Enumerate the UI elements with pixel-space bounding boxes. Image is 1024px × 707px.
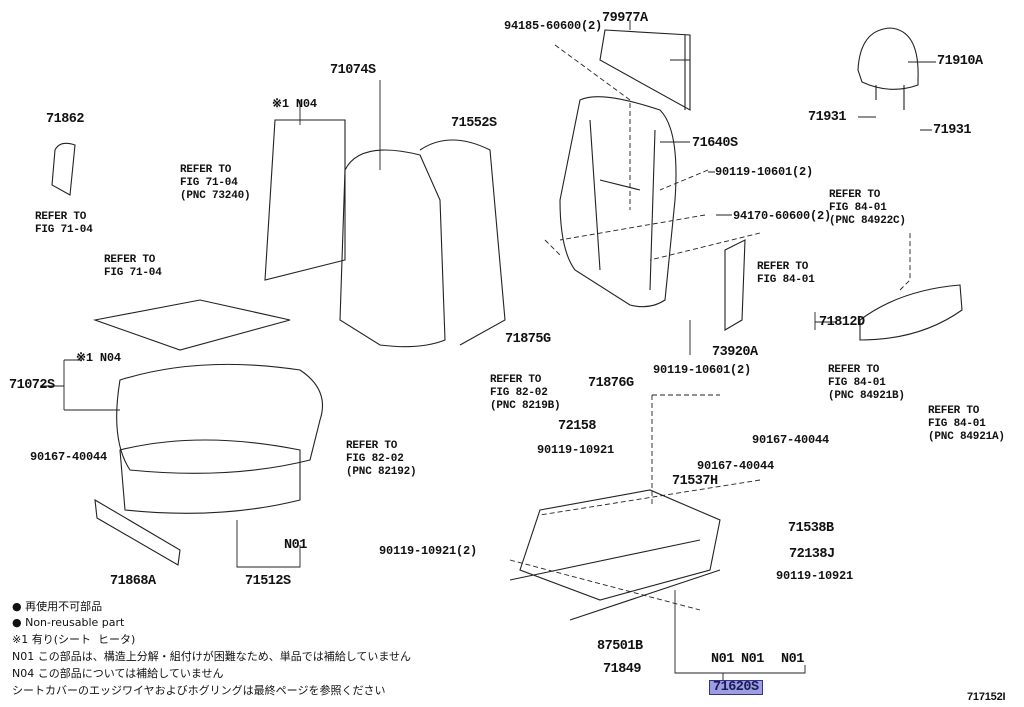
cover-71862: [51, 142, 76, 196]
part-label-71849: 71849: [603, 662, 642, 677]
seat-cushion: [116, 363, 324, 474]
part-label-94185-60600: 94185-60600(2): [504, 19, 603, 33]
headrest-shape: [857, 27, 919, 110]
part-label-72138j: 72138J: [789, 547, 835, 562]
part-label-71620s-highlighted[interactable]: 71620S: [709, 680, 763, 695]
part-label-71875g: 71875G: [505, 332, 551, 347]
legend-non-reusable-en: ● Non-reusable part: [12, 616, 125, 629]
refer-label-84921b[interactable]: REFER TO FIG 84-01 (PNC 84921B): [828, 364, 905, 402]
note-n01-label: N01: [711, 652, 734, 667]
part-label-71512s: 71512S: [245, 574, 291, 589]
part-label-71931-left: 71931: [808, 110, 847, 125]
part-label-71868a: 71868A: [110, 574, 156, 589]
dashed-assembly-lines: [509, 44, 911, 611]
part-label-90119-10601-upper: 90119-10601(2): [715, 165, 814, 179]
leader-lines-lower: [40, 359, 806, 680]
figure-id: 717152I: [967, 691, 1006, 703]
refer-label-82192[interactable]: REFER TO FIG 82-02 (PNC 82192): [346, 440, 417, 478]
seat-track: [509, 489, 721, 621]
part-label-90119-10921-left: 90119-10921(2): [379, 544, 478, 558]
refer-label-8219b[interactable]: REFER TO FIG 82-02 (PNC 8219B): [490, 374, 561, 412]
part-label-87501b: 87501B: [597, 639, 643, 654]
part-label-72158: 72158: [558, 419, 597, 434]
legend-non-reusable-jp: ● 再使用不可部品: [12, 600, 103, 613]
cushion-pad: [119, 439, 301, 514]
part-label-94170-60600: 94170-60600(2): [733, 209, 832, 223]
part-label-71552s: 71552S: [451, 116, 497, 131]
side-shield-71812d: [859, 284, 963, 341]
pad-79977a: [599, 29, 691, 111]
seatback-cover: [339, 139, 506, 348]
part-label-90167-40044-center: 90167-40044: [697, 459, 775, 473]
note-n01: N01 この部品は、構造上分解・組付けが困難なため、単品では補給していません: [12, 650, 412, 663]
note-seat-heater: ※1 有り(シート ヒータ): [12, 633, 136, 646]
refer-label-71-04-left[interactable]: REFER TO FIG 71-04: [35, 211, 93, 236]
note-n04: N04 この部品については補給していません: [12, 667, 224, 680]
part-label-71812d: 71812D: [819, 315, 865, 330]
heater-mat-cushion: [92, 299, 291, 351]
shield-71868a: [94, 498, 181, 566]
cover-73920a: [724, 239, 746, 331]
part-label-71931-right: 71931: [933, 123, 972, 138]
part-label-71910a: 71910A: [937, 54, 983, 69]
part-label-79977a: 79977A: [602, 11, 648, 26]
refer-label-71-04-center[interactable]: REFER TO FIG 71-04: [104, 254, 162, 279]
note-n01-label: N01: [741, 652, 764, 667]
refer-label-84921a[interactable]: REFER TO FIG 84-01 (PNC 84921A): [928, 405, 1005, 443]
note-n04-label-cushion: ※1 N04: [76, 351, 121, 365]
part-label-90167-40044-right: 90167-40044: [752, 433, 830, 447]
part-label-71876g: 71876G: [588, 376, 634, 391]
refer-label-73240[interactable]: REFER TO FIG 71-04 (PNC 73240): [180, 164, 251, 202]
part-label-71640s: 71640S: [692, 136, 738, 151]
part-label-71072s: 71072S: [9, 378, 55, 393]
part-label-73920a: 73920A: [712, 345, 758, 360]
part-label-71074s: 71074S: [330, 63, 376, 78]
note-n01-label: N01: [284, 538, 307, 553]
part-label-71862: 71862: [46, 112, 85, 127]
note-seat-cover: シートカバーのエッジワイヤおよびホグリングは最終ページを参照ください: [12, 684, 386, 697]
note-n04-label-back: ※1 N04: [272, 97, 317, 111]
refer-label-84922c[interactable]: REFER TO FIG 84-01 (PNC 84922C): [829, 189, 906, 227]
seatback-frame: [559, 96, 677, 308]
part-label-90119-10601-lower: 90119-10601(2): [653, 363, 752, 377]
heater-mat-back: [264, 119, 346, 281]
leader-lines-upper: [299, 20, 936, 355]
part-label-90167-40044-left: 90167-40044: [30, 450, 108, 464]
note-n01-label: N01: [781, 652, 804, 667]
refer-label-84-01[interactable]: REFER TO FIG 84-01: [757, 261, 815, 286]
part-label-71538b: 71538B: [788, 521, 834, 536]
part-label-90119-10921-center: 90119-10921: [537, 443, 615, 457]
part-label-90119-10921-right: 90119-10921: [776, 569, 854, 583]
part-label-71537h: 71537H: [672, 474, 718, 489]
